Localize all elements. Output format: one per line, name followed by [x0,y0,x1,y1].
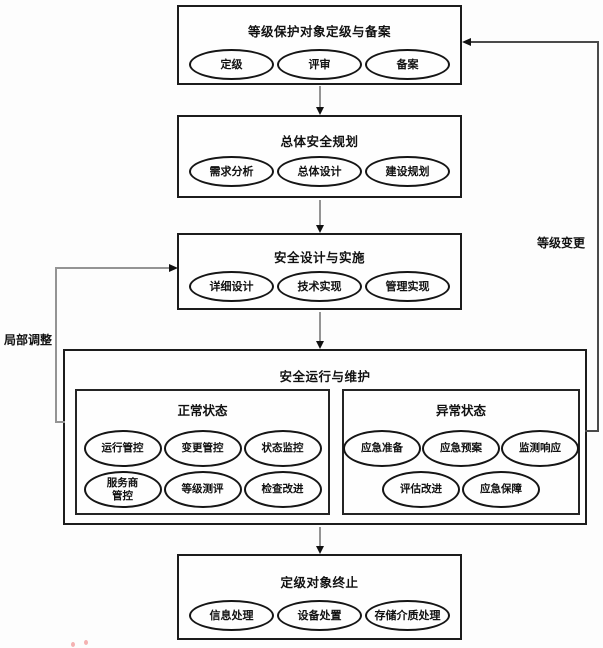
substate-box-abnormal: 异常状态 应急准备 应急预案 监测响应 评估改进 应急保障 [342,389,580,515]
node-info-processing: 信息处理 [189,600,274,631]
stage-title: 总体安全规划 [280,134,359,149]
arrow-down-icon [316,107,324,115]
substate-title: 正常状态 [177,403,228,418]
arrow-down-icon [316,341,324,349]
substate-node-row: 应急准备 应急预案 监测响应 [343,430,579,467]
substate-box-normal: 正常状态 运行管控 变更管控 状态监控 服务商 管控 等级测评 检查改进 [75,389,330,515]
node-storage-media-processing: 存储介质处理 [365,600,450,631]
stage-title: 定级对象终止 [280,575,359,590]
substate-title: 异常状态 [435,403,486,418]
arrow-down-icon [316,546,324,554]
connector-line [319,527,321,546]
stage-box-operation-maintenance: 安全运行与维护 正常状态 运行管控 变更管控 状态监控 服务商 管控 等级测评 … [63,349,587,525]
feedback-right-line [597,41,599,432]
stage-box-grading-filing: 等级保护对象定级与备案 定级 评审 备案 [177,5,462,85]
node-overall-design: 总体设计 [277,156,362,187]
node-inspection-improvement: 检查改进 [243,471,322,508]
arrow-right-icon [169,264,178,272]
node-management-implementation: 管理实现 [365,271,450,302]
pink-dot [71,642,75,647]
substate-node-row: 运行管控 变更管控 状态监控 [77,430,328,467]
stage-title: 安全设计与实施 [273,250,365,265]
node-emergency-preparation: 应急准备 [343,430,421,467]
connector-line [319,86,321,107]
node-technical-implementation: 技术实现 [277,271,362,302]
node-operation-control: 运行管控 [83,430,162,467]
connector-line [319,312,321,341]
stage-title: 等级保护对象定级与备案 [247,24,391,39]
substate-node-row: 评估改进 应急保障 [344,471,578,508]
node-change-control: 变更管控 [163,430,242,467]
stage-box-overall-planning: 总体安全规划 需求分析 总体设计 建设规划 [177,115,462,198]
node-construction-planning: 建设规划 [365,156,450,187]
feedback-left-line [55,421,65,423]
node-device-disposal: 设备处置 [277,600,362,631]
stage-box-termination: 定级对象终止 信息处理 设备处置 存储介质处理 [177,554,462,640]
feedback-right-line [471,41,599,43]
arrow-down-icon [316,225,324,233]
stage-node-row: 信息处理 设备处置 存储介质处理 [179,600,460,631]
node-detailed-design: 详细设计 [189,271,274,302]
node-level-evaluation: 等级测评 [163,471,242,508]
substate-node-row: 服务商 管控 等级测评 检查改进 [77,471,328,508]
node-monitoring-response: 监测响应 [501,430,579,467]
stage-node-row: 定级 评审 备案 [179,49,460,80]
stage-node-row: 详细设计 技术实现 管理实现 [179,271,460,302]
left-feedback-label: 局部调整 [4,333,53,347]
right-feedback-label: 等级变更 [537,236,586,250]
node-filing: 备案 [365,49,450,80]
node-requirement-analysis: 需求分析 [189,156,274,187]
node-status-monitoring: 状态监控 [243,430,322,467]
node-review: 评审 [277,49,362,80]
node-grading: 定级 [189,49,274,80]
node-emergency-plan: 应急预案 [422,430,500,467]
feedback-right-line [585,430,599,432]
node-emergency-support: 应急保障 [462,471,540,508]
node-service-provider-control: 服务商 管控 [83,471,162,508]
node-assessment-improvement: 评估改进 [382,471,460,508]
pink-dot [84,640,88,645]
feedback-left-line [55,267,169,269]
stage-title: 安全运行与维护 [279,369,371,384]
feedback-left-line [55,267,57,423]
stage-node-row: 需求分析 总体设计 建设规划 [179,156,460,187]
connector-line [319,200,321,225]
arrow-left-icon [462,38,471,46]
stage-box-design-implementation: 安全设计与实施 详细设计 技术实现 管理实现 [177,233,462,310]
